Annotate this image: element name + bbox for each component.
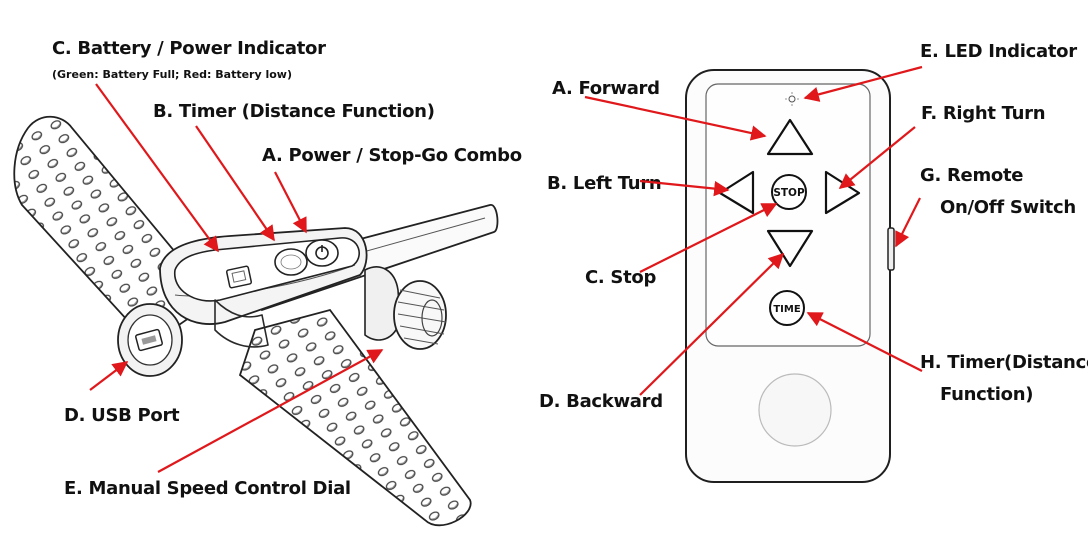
forward-button[interactable] (766, 118, 814, 156)
stop-button[interactable]: STOP (771, 174, 807, 210)
label-usb-port: D. USB Port (64, 405, 180, 426)
battery-indicator-light (225, 265, 253, 289)
label-timer-remote-line1: H. Timer(Distance (920, 352, 1088, 373)
arrow-usb-port (89, 361, 129, 391)
arrow-led (803, 65, 923, 102)
remote-face-panel (705, 83, 871, 347)
label-left-turn: B. Left Turn (547, 173, 661, 194)
label-backward: D. Backward (539, 391, 663, 412)
label-right-turn: F. Right Turn (921, 103, 1045, 124)
speed-control-dial[interactable] (364, 266, 447, 350)
label-timer-remote-line2: Function) (940, 384, 1033, 405)
arrow-backward (639, 252, 785, 396)
remote-power-switch[interactable] (887, 227, 895, 271)
arrow-remote-switch (895, 197, 921, 248)
timer-button[interactable] (274, 248, 308, 276)
left-turn-button[interactable] (718, 170, 755, 215)
label-battery-indicator-note: (Green: Battery Full; Red: Battery low) (52, 68, 292, 81)
remote-control: STOP TIME (685, 69, 895, 483)
handle-sketch (13, 115, 499, 527)
label-speed-dial: E. Manual Speed Control Dial (64, 478, 351, 499)
label-power-combo: A. Power / Stop-Go Combo (262, 145, 522, 166)
led-indicator (785, 92, 799, 106)
arrow-forward (584, 95, 767, 141)
label-battery-indicator: C. Battery / Power Indicator (52, 38, 326, 59)
arrow-right-turn (838, 126, 916, 189)
label-forward: A. Forward (552, 78, 660, 99)
arrow-left-turn (639, 179, 730, 197)
arrow-power-combo (274, 171, 307, 234)
arrow-timer (195, 125, 275, 242)
backward-button[interactable] (766, 229, 814, 268)
power-button[interactable] (305, 239, 339, 267)
time-button-label: TIME (773, 304, 800, 315)
right-grip (238, 308, 472, 527)
arrow-stop (639, 203, 778, 273)
arrow-battery-indicator (95, 83, 219, 253)
arrow-timer-remote (806, 312, 923, 372)
label-led: E. LED Indicator (920, 41, 1077, 62)
label-remote-switch-line2: On/Off Switch (940, 197, 1076, 218)
label-remote-switch-line1: G. Remote (920, 165, 1023, 186)
remote-bottom-emblem (758, 373, 832, 447)
stop-button-label: STOP (773, 187, 805, 199)
label-timer: B. Timer (Distance Function) (153, 101, 435, 122)
label-stop: C. Stop (585, 267, 656, 288)
time-button[interactable]: TIME (769, 290, 805, 326)
arrow-speed-dial (157, 349, 384, 473)
